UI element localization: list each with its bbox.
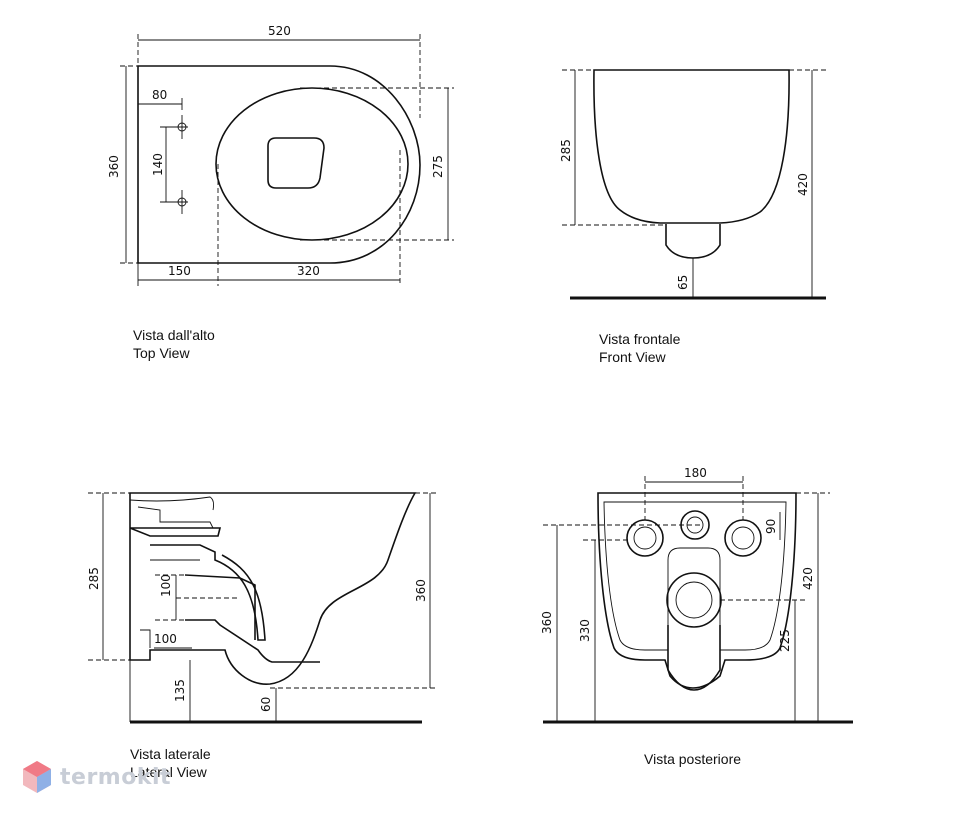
front-view-caption-en: Front View [599, 349, 666, 365]
front-view-outlet [665, 224, 721, 259]
termokit-logo: termokit [22, 760, 171, 794]
front-view-body [593, 69, 790, 224]
lateral-view-caption-en: Lateral View [130, 764, 207, 780]
top-dim-360: 360 [107, 155, 121, 178]
front-dim-285: 285 [559, 139, 573, 162]
top-dim-150: 150 [168, 264, 191, 278]
front-dim-420: 420 [796, 173, 810, 196]
rear-view: 180 90 360 330 420 225 [540, 466, 853, 724]
rear-dim-90: 90 [764, 519, 778, 534]
top-view-outline [137, 65, 421, 264]
lateral-dim-100-lower: 100 [154, 632, 177, 646]
rear-dim-180: 180 [684, 466, 707, 480]
top-dim-140: 140 [151, 153, 165, 176]
top-view-drain [267, 137, 325, 189]
rear-view-inlet-right [724, 519, 762, 557]
rear-dim-360: 360 [540, 611, 554, 634]
lateral-dim-100-upper: 100 [159, 574, 173, 597]
top-dim-80: 80 [152, 88, 167, 102]
lateral-dim-360: 360 [414, 579, 428, 602]
lateral-view-caption: Vista laterale Lateral View [130, 745, 211, 781]
top-view-caption-it: Vista dall'alto [133, 327, 215, 343]
lateral-view-caption-it: Vista laterale [130, 746, 211, 762]
top-view-bowl [215, 87, 409, 241]
front-view-caption: Vista frontale Front View [599, 330, 680, 366]
front-dim-65: 65 [676, 275, 690, 290]
lateral-view: 285 100 100 360 135 60 [87, 492, 436, 724]
top-dim-320: 320 [297, 264, 320, 278]
logo-text: termokit [60, 764, 172, 790]
lateral-dim-135: 135 [173, 679, 187, 702]
front-view-caption-it: Vista frontale [599, 331, 681, 347]
top-view-caption: Vista dall'alto Top View [133, 326, 215, 362]
front-view: 285 420 65 [559, 69, 826, 300]
rear-view-drain [666, 572, 722, 628]
lateral-view-body [129, 492, 417, 685]
rear-dim-420: 420 [801, 567, 815, 590]
hexagon-logo-icon [23, 761, 51, 793]
top-view: 520 80 140 360 275 150 320 [107, 24, 454, 286]
lateral-dim-285: 285 [87, 567, 101, 590]
lateral-view-trap [150, 544, 266, 641]
rear-view-body [597, 492, 797, 689]
rear-view-caption: Vista posteriore [644, 750, 741, 768]
rear-view-caption-it: Vista posteriore [644, 751, 742, 767]
top-dim-275: 275 [431, 155, 445, 178]
lateral-dim-60: 60 [259, 697, 273, 712]
top-dim-520: 520 [268, 24, 291, 38]
lateral-view-inlet [129, 527, 222, 537]
top-view-caption-en: Top View [133, 345, 190, 361]
rear-dim-330: 330 [578, 619, 592, 642]
rear-dim-225: 225 [778, 629, 792, 652]
